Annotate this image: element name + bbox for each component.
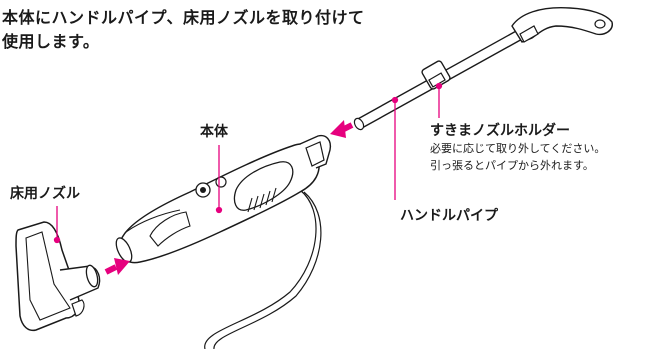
- nozzle-holder-note-line-2: 引っ張るとパイプから外れます。: [430, 159, 594, 172]
- floor-nozzle-label: 床用ノズル: [10, 186, 80, 202]
- assembly-arrow-pipe: [330, 120, 354, 138]
- nozzle-holder-drawing: [421, 60, 451, 90]
- vacuum-body-drawing: [115, 134, 332, 264]
- nozzle-holder-note: 必要に応じて取り外してください。 引っ張るとパイプから外れます。: [430, 140, 605, 174]
- body-label: 本体: [200, 124, 228, 140]
- instruction-line-2: 使用します。: [2, 32, 100, 51]
- power-cord-inner: [213, 191, 322, 349]
- power-cord: [204, 189, 317, 349]
- instruction-text: 本体にハンドルパイプ、床用ノズルを取り付けて 使用します。: [2, 6, 365, 54]
- handle-pipe-label: ハンドルパイプ: [400, 208, 498, 224]
- nozzle-holder-label: すきまノズルホルダー: [430, 123, 570, 139]
- instruction-line-1: 本体にハンドルパイプ、床用ノズルを取り付けて: [2, 8, 365, 27]
- nozzle-holder-note-line-1: 必要に応じて取り外してください。: [430, 142, 606, 155]
- floor-nozzle-drawing: [15, 221, 101, 332]
- assembly-arrow-nozzle: [104, 258, 130, 275]
- handle-grip-drawing: [511, 6, 613, 43]
